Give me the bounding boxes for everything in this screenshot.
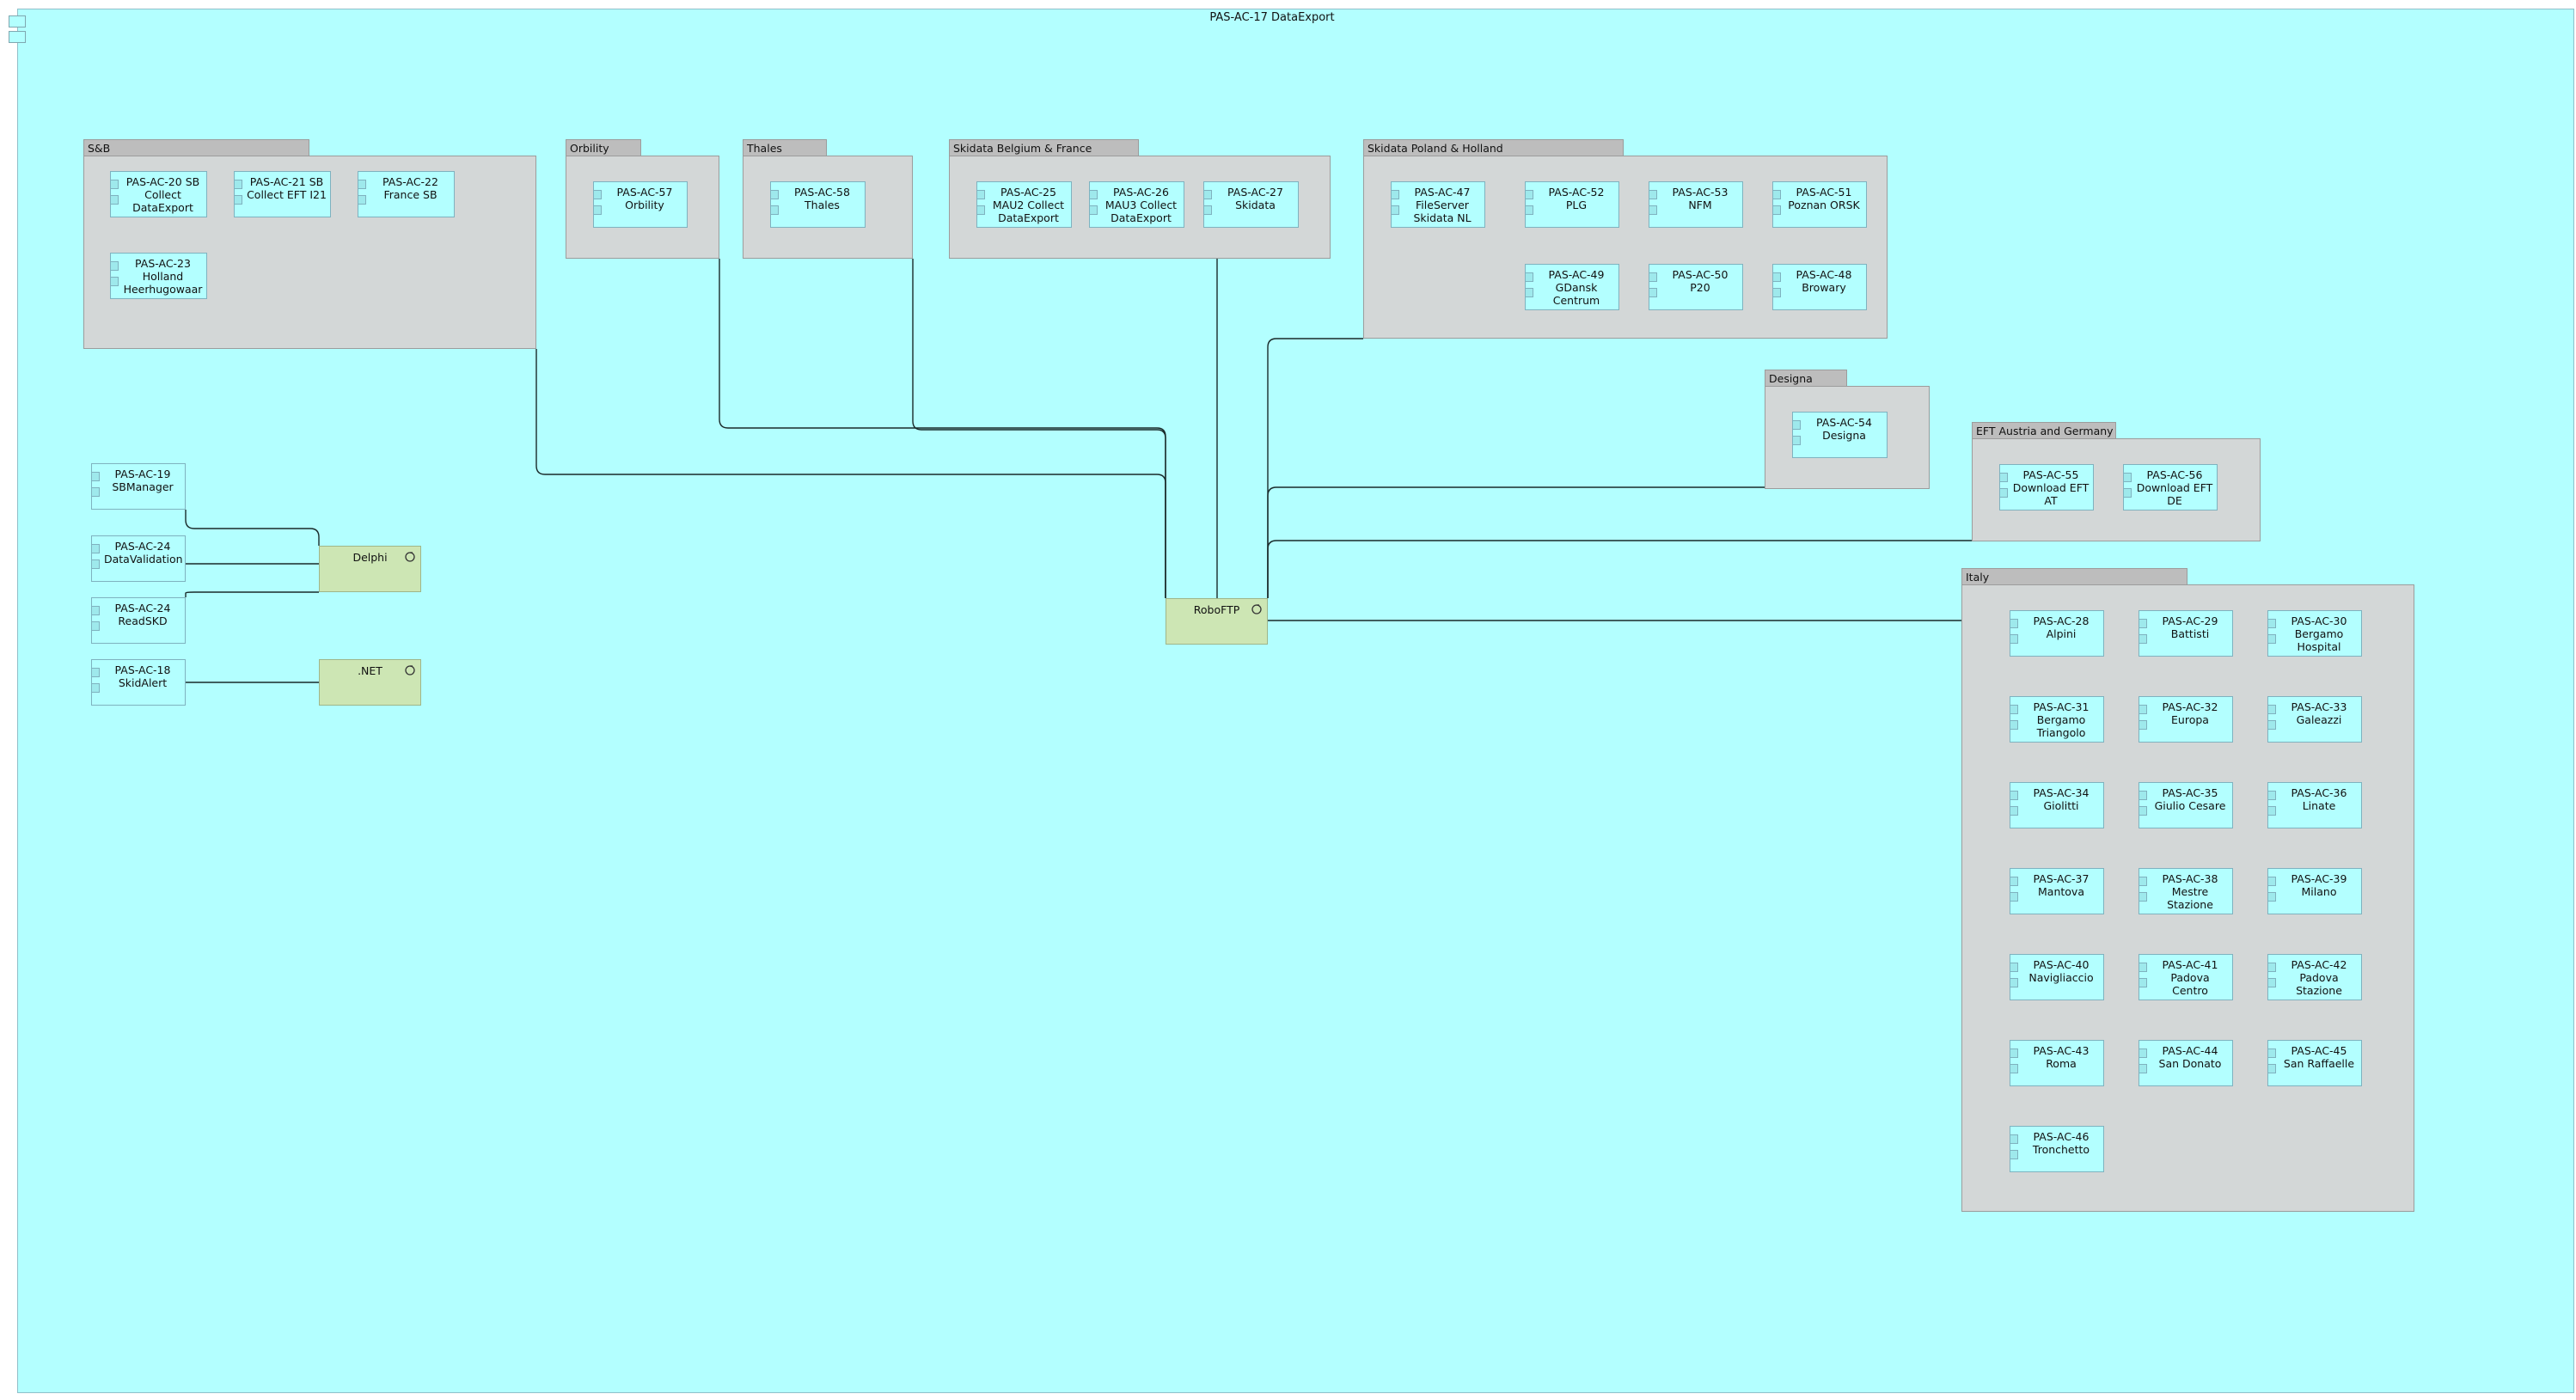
component-pas-ac-45[interactable]: PAS-AC-45 San Raffaelle: [2267, 1040, 2362, 1086]
component-pas-ac-35[interactable]: PAS-AC-35 Giulio Cesare: [2139, 782, 2233, 828]
group-tab-orbility: Orbility: [566, 139, 641, 156]
component-pas-ac-37[interactable]: PAS-AC-37 Mantova: [2010, 868, 2104, 914]
node-roboftp-label: RoboFTP: [1193, 603, 1240, 616]
component-icon-bottom: [9, 31, 26, 43]
component-icon-top: [9, 15, 26, 28]
component-pas-ac-24-readskd[interactable]: PAS-AC-24 ReadSKD: [91, 597, 186, 644]
component-pas-ac-55[interactable]: PAS-AC-55 Download EFT AT: [1999, 464, 2094, 510]
group-tab-sb: S&B: [83, 139, 309, 156]
group-tab-thales: Thales: [743, 139, 827, 156]
component-pas-ac-25[interactable]: PAS-AC-25 MAU2 Collect DataExport: [976, 181, 1072, 228]
component-pas-ac-41[interactable]: PAS-AC-41 Padova Centro: [2139, 954, 2233, 1000]
component-pas-ac-50[interactable]: PAS-AC-50 P20: [1649, 264, 1743, 310]
component-pas-ac-57[interactable]: PAS-AC-57 Orbility: [593, 181, 688, 228]
group-tab-designa: Designa: [1765, 370, 1847, 387]
node-roboftp[interactable]: RoboFTP: [1166, 598, 1268, 645]
component-pas-ac-18[interactable]: PAS-AC-18 SkidAlert: [91, 659, 186, 706]
component-pas-ac-49[interactable]: PAS-AC-49 GDansk Centrum: [1525, 264, 1619, 310]
node-icon: [405, 552, 415, 562]
group-tab-skidata-poland-holland: Skidata Poland & Holland: [1363, 139, 1624, 156]
node-dotnet-label: .NET: [358, 664, 382, 677]
node-icon: [1251, 604, 1262, 614]
group-tab-skidata-belgium-france: Skidata Belgium & France: [949, 139, 1139, 156]
component-pas-ac-31[interactable]: PAS-AC-31 Bergamo Triangolo: [2010, 696, 2104, 743]
component-pas-ac-33[interactable]: PAS-AC-33 Galeazzi: [2267, 696, 2362, 743]
component-pas-ac-23[interactable]: PAS-AC-23 Holland Heerhugowaar: [110, 253, 207, 299]
component-pas-ac-52[interactable]: PAS-AC-52 PLG: [1525, 181, 1619, 228]
component-pas-ac-34[interactable]: PAS-AC-34 Giolitti: [2010, 782, 2104, 828]
component-pas-ac-40[interactable]: PAS-AC-40 Navigliaccio: [2010, 954, 2104, 1000]
connector-thales-roboftp: [912, 259, 1166, 598]
connector-sbmanager-delphi: [185, 510, 320, 546]
component-pas-ac-38[interactable]: PAS-AC-38 Mestre Stazione: [2139, 868, 2233, 914]
connector-poland-roboftp: [1267, 338, 1363, 598]
component-pas-ac-39[interactable]: PAS-AC-39 Milano: [2267, 868, 2362, 914]
component-pas-ac-30[interactable]: PAS-AC-30 Bergamo Hospital: [2267, 610, 2362, 657]
component-pas-ac-44[interactable]: PAS-AC-44 San Donato: [2139, 1040, 2233, 1086]
component-pas-ac-46[interactable]: PAS-AC-46 Tronchetto: [2010, 1126, 2104, 1172]
node-dotnet[interactable]: .NET: [319, 659, 421, 706]
component-pas-ac-28[interactable]: PAS-AC-28 Alpini: [2010, 610, 2104, 657]
node-delphi[interactable]: Delphi: [319, 546, 421, 592]
component-pas-ac-24-datavalidation[interactable]: PAS-AC-24 DataValidation: [91, 535, 186, 582]
group-tab-eft-austria-germany: EFT Austria and Germany: [1972, 422, 2116, 439]
diagram-title: PAS-AC-17 DataExport: [1209, 11, 1335, 24]
component-pas-ac-32[interactable]: PAS-AC-32 Europa: [2139, 696, 2233, 743]
node-delphi-label: Delphi: [352, 551, 388, 564]
component-pas-ac-22[interactable]: PAS-AC-22 France SB: [358, 171, 455, 217]
component-pas-ac-51[interactable]: PAS-AC-51 Poznan ORSK: [1772, 181, 1867, 228]
component-pas-ac-19[interactable]: PAS-AC-19 SBManager: [91, 463, 186, 510]
component-pas-ac-36[interactable]: PAS-AC-36 Linate: [2267, 782, 2362, 828]
component-pas-ac-27[interactable]: PAS-AC-27 Skidata: [1203, 181, 1299, 228]
node-icon: [405, 665, 415, 676]
component-pas-ac-47[interactable]: PAS-AC-47 FileServer Skidata NL: [1391, 181, 1485, 228]
connector-eft-roboftp: [1267, 540, 1972, 598]
connector-readskd-delphi: [185, 591, 319, 597]
connector-orbility-roboftp: [719, 259, 1166, 598]
component-pas-ac-26[interactable]: PAS-AC-26 MAU3 Collect DataExport: [1089, 181, 1184, 228]
component-pas-ac-21[interactable]: PAS-AC-21 SB Collect EFT I21: [234, 171, 331, 217]
component-pas-ac-58[interactable]: PAS-AC-58 Thales: [770, 181, 866, 228]
component-pas-ac-56[interactable]: PAS-AC-56 Download EFT DE: [2123, 464, 2218, 510]
component-pas-ac-20[interactable]: PAS-AC-20 SB Collect DataExport: [110, 171, 207, 217]
component-pas-ac-48[interactable]: PAS-AC-48 Browary: [1772, 264, 1867, 310]
component-pas-ac-29[interactable]: PAS-AC-29 Battisti: [2139, 610, 2233, 657]
connector-sb-roboftp: [535, 349, 1166, 598]
group-tab-italy: Italy: [1961, 568, 2187, 585]
connector-designa-roboftp: [1267, 486, 1765, 598]
component-pas-ac-53[interactable]: PAS-AC-53 NFM: [1649, 181, 1743, 228]
component-pas-ac-43[interactable]: PAS-AC-43 Roma: [2010, 1040, 2104, 1086]
component-pas-ac-42[interactable]: PAS-AC-42 Padova Stazione: [2267, 954, 2362, 1000]
component-pas-ac-54[interactable]: PAS-AC-54 Designa: [1792, 412, 1888, 458]
